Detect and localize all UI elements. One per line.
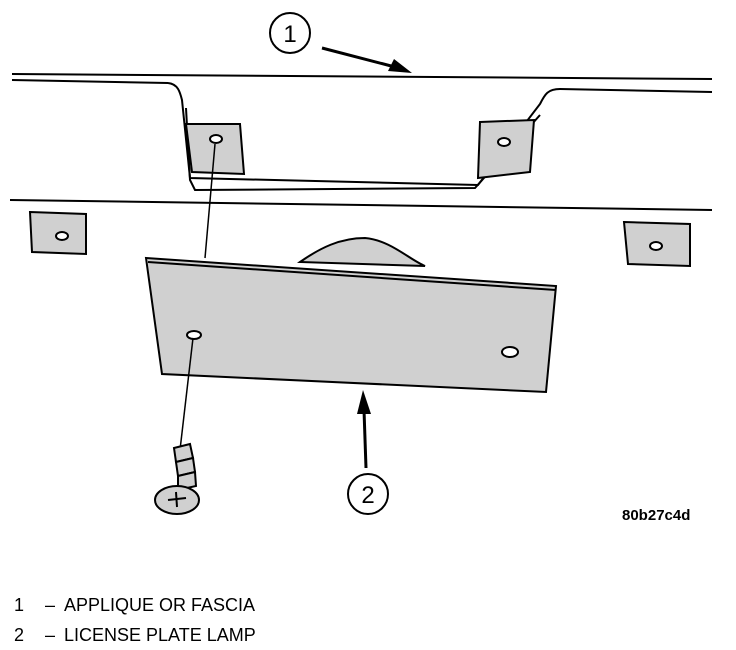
applique-fascia [9,73,713,211]
alignment-lines [179,143,216,451]
legend-item: 1–APPLIQUE OR FASCIA [14,590,256,620]
callout-1: 1 [269,12,412,73]
legend-item-dash: – [44,625,55,645]
legend-item-label: LICENSE PLATE LAMP [64,625,256,645]
legend-item-label: APPLIQUE OR FASCIA [64,595,256,615]
legend-item-number: 2 [14,625,25,645]
legend-item: 2–LICENSE PLATE LAMP [14,620,256,650]
license-plate-lamp [144,236,558,394]
lower-right-bracket [622,220,691,268]
lower-left-bracket [28,210,87,256]
callout-1-number: 1 [283,21,296,48]
legend-item-number: 1 [14,595,25,615]
legend-item-dash: – [44,595,55,615]
mounting-screw [154,442,200,515]
callout-2-number: 2 [361,482,374,509]
callout-2: 2 [347,390,389,515]
legend: 1–APPLIQUE OR FASCIA 2–LICENSE PLATE LAM… [14,590,256,650]
figure-code: 80b27c4d [622,507,691,524]
upper-right-mount-tab [476,118,536,180]
